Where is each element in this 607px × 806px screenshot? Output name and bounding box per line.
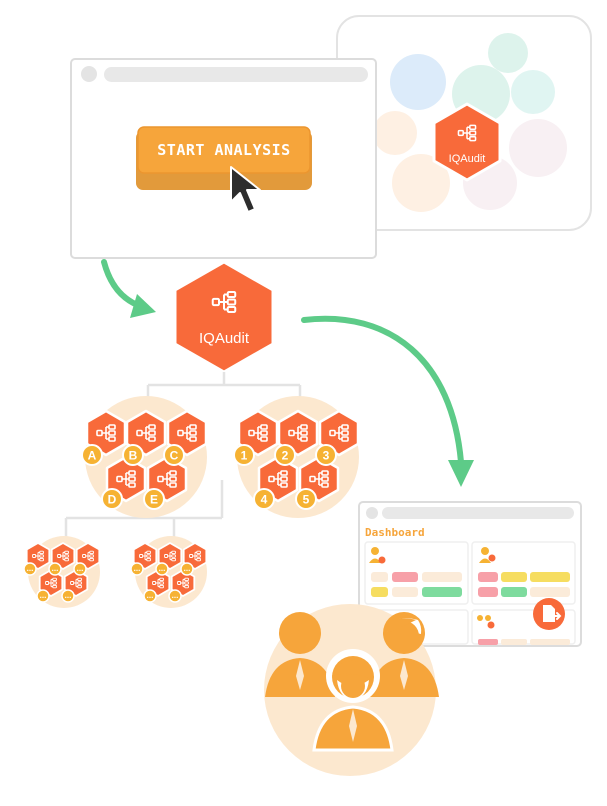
badge-b: B — [122, 444, 144, 466]
group-letters: A B C D E — [81, 396, 207, 518]
subgroup-badge: ... — [65, 591, 72, 600]
subgroup-badge: ... — [134, 564, 141, 573]
subgroup-badge: ... — [172, 591, 179, 600]
subgroup-badge: ... — [27, 564, 34, 573]
svg-text:1: 1 — [241, 449, 248, 463]
document-export-icon — [543, 605, 562, 622]
subgroup-badge: ... — [52, 564, 59, 573]
svg-text:B: B — [129, 449, 138, 463]
tree-connectors — [64, 372, 302, 540]
badge-d: D — [101, 488, 123, 510]
svg-text:3: 3 — [323, 449, 330, 463]
person-alert-icon — [479, 547, 496, 563]
engine-hex: IQAudit — [173, 260, 275, 374]
address-bar — [104, 67, 368, 82]
badge-e: E — [143, 488, 165, 510]
badge-a: A — [81, 444, 103, 466]
subgroup-badge: ... — [147, 591, 154, 600]
start-analysis-label: START ANALYSIS — [157, 141, 290, 159]
start-analysis-button[interactable]: START ANALYSIS — [136, 126, 312, 190]
badge-4: 4 — [253, 488, 275, 510]
export-report-button[interactable] — [533, 598, 565, 630]
bubble-brand-name: IQAudit — [449, 153, 486, 165]
badge-3: 3 — [315, 444, 337, 466]
svg-text:5: 5 — [303, 493, 310, 507]
arrow-to-dashboard-head — [448, 460, 474, 487]
subgroup-badge: ... — [184, 564, 191, 573]
dashboard-title: Dashboard — [365, 526, 425, 539]
badge-1: 1 — [233, 444, 255, 466]
subgroup-badge: ... — [40, 591, 47, 600]
team-people-icon — [264, 604, 439, 776]
svg-text:C: C — [170, 449, 179, 463]
arrow-to-dashboard — [301, 315, 464, 465]
group-numbers: 1 2 3 4 5 — [233, 396, 359, 518]
svg-text:D: D — [108, 493, 117, 507]
svg-text:E: E — [150, 493, 158, 507]
arrow-to-engine-head — [130, 294, 156, 318]
arrow-to-engine — [101, 259, 143, 309]
mouse-cursor-icon — [230, 166, 261, 213]
badge-c: C — [163, 444, 185, 466]
bubble-brand-hex: IQAudit — [432, 102, 502, 182]
subgroup-badge: ... — [159, 564, 166, 573]
subgroup-right: ... ... ... ... ... — [130, 536, 207, 608]
badge-2: 2 — [274, 444, 296, 466]
team-alert-icon — [477, 615, 495, 629]
engine-brand-name: IQAudit — [199, 330, 250, 347]
window-control-dot — [81, 66, 97, 82]
subgroup-left: ... ... ... ... ... — [23, 536, 100, 608]
person-alert-icon — [369, 547, 386, 564]
svg-text:2: 2 — [282, 449, 289, 463]
subgroup-badge: ... — [77, 564, 84, 573]
svg-text:A: A — [88, 449, 97, 463]
svg-text:4: 4 — [261, 493, 268, 507]
badge-5: 5 — [295, 488, 317, 510]
bubble-window: IQAudit — [336, 15, 592, 231]
